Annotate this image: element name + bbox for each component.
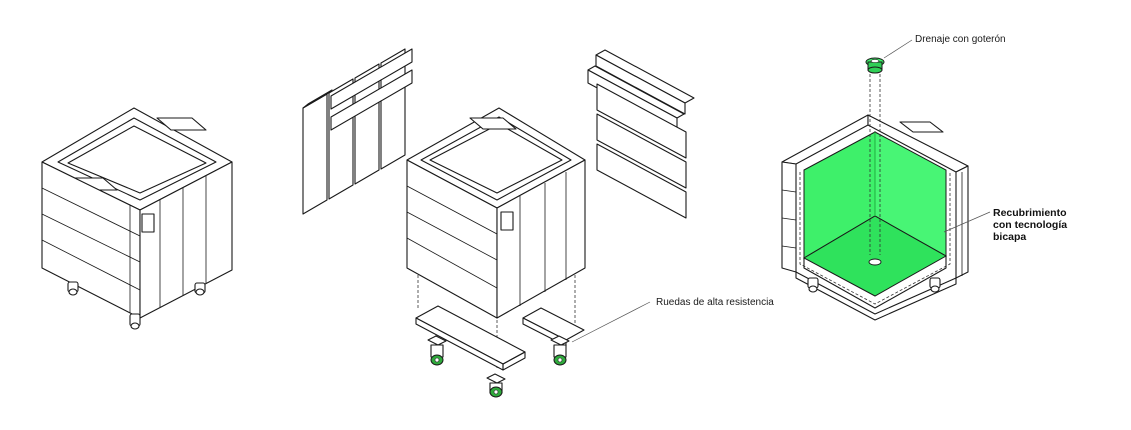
coating-label-line3: bicapa bbox=[993, 231, 1026, 243]
wheel bbox=[194, 282, 206, 296]
coating-label-line2: con tecnología bbox=[993, 219, 1067, 231]
right-face bbox=[139, 161, 233, 319]
wheel-green bbox=[550, 335, 570, 366]
right-face bbox=[496, 159, 586, 319]
left-side-panel bbox=[302, 48, 413, 215]
drain-label: Drenaje con goterón bbox=[915, 34, 1006, 45]
cutaway-planter: Drenaje con goterón Recubrimiento con te… bbox=[781, 34, 1067, 321]
base-skid-left bbox=[415, 305, 526, 371]
right-side-panel bbox=[587, 49, 695, 219]
wheel bbox=[129, 313, 141, 330]
wheel bbox=[807, 277, 819, 293]
handle bbox=[156, 117, 207, 131]
drain-leader bbox=[883, 39, 913, 59]
handle bbox=[469, 117, 517, 130]
wheel bbox=[67, 281, 79, 296]
wheel-green bbox=[486, 373, 506, 398]
handle bbox=[899, 121, 944, 133]
wheels-label: Ruedas de alta resistencia bbox=[656, 297, 774, 308]
drain-hole bbox=[868, 258, 882, 266]
coating-leader bbox=[943, 211, 991, 233]
exploded-planter: Ruedas de alta resistencia bbox=[302, 48, 774, 398]
wheels-leader bbox=[571, 301, 651, 343]
central-box bbox=[406, 107, 586, 319]
coating-label-line1: Recubrimiento bbox=[993, 207, 1067, 219]
assembled-planter bbox=[41, 107, 233, 330]
drain-piece bbox=[865, 57, 885, 74]
wheel bbox=[929, 277, 941, 293]
wheel-green bbox=[427, 335, 447, 366]
